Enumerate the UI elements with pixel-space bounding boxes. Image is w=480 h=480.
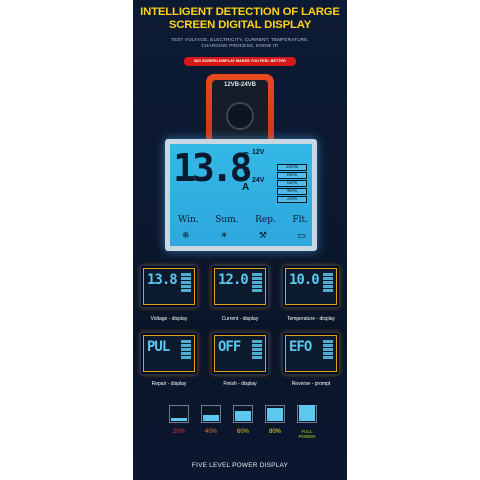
panel-current: 12.0: [211, 265, 269, 308]
level-fill: [171, 417, 187, 421]
main-lcd-frame: 13.8 C V A 12V 24V 100% 80% 60% 40% 20% …: [165, 139, 317, 251]
power-level-label: 20%: [172, 429, 185, 435]
lcd-unit-v: V: [242, 166, 249, 177]
power-level-40: 40%: [200, 405, 222, 435]
panel-digits: PUL: [147, 339, 170, 355]
panel-level-bars: [323, 273, 333, 293]
lcd-level-80: 80%: [277, 172, 307, 179]
panel-screen: OFF: [214, 335, 266, 372]
lcd-digits: 13.8: [173, 146, 252, 190]
caption-temperature: Temperature - display: [286, 316, 336, 322]
device-model-label: 12VB-24VB: [223, 82, 256, 88]
battery-icon: [265, 405, 285, 423]
level-fill: [235, 411, 251, 421]
level-fill: [267, 408, 283, 421]
battery-icon: ▭: [297, 230, 306, 240]
lcd-unit-c: C: [242, 151, 250, 162]
panel-level-bars: [252, 340, 262, 360]
main-lcd: 13.8 C V A 12V 24V 100% 80% 60% 40% 20% …: [170, 144, 312, 246]
lcd-level-100: 100%: [277, 164, 307, 171]
caption-finish: Finish - display: [223, 381, 257, 387]
panel-level-bars: [323, 340, 333, 360]
power-level-label: FULL POWER: [298, 429, 316, 439]
lcd-24v: 24V: [252, 177, 265, 184]
level-fill: [203, 414, 219, 421]
panel-digits: 13.8: [147, 272, 178, 288]
subheadline: TEST VOLTAGE, ELECTRICITY, CURRENT, TEMP…: [133, 37, 347, 49]
mode-float: Flt.: [292, 215, 308, 225]
lcd-level-40: 40%: [277, 188, 307, 195]
headline-line-2: SCREEN DIGITAL DISPLAY: [168, 19, 312, 31]
battery-icon: [169, 405, 189, 423]
panel-temperature: 10.0: [282, 265, 340, 308]
snowflake-icon: ❄: [182, 230, 190, 240]
power-level-full: FULL POWER: [296, 405, 318, 439]
tagline-pill: BIG SCREEN DISPLAY MAKES YOU FEEL BETTER: [184, 57, 296, 66]
product-poster: INTELLIGENT DETECTION OF LARGE SCREEN DI…: [133, 0, 347, 480]
lcd-level-20: 20%: [277, 196, 307, 203]
subheadline-line-2: CHARGING PROCESS, KNOW IT!: [201, 43, 279, 48]
power-level-20: 20%: [168, 405, 190, 435]
panel-screen: PUL: [143, 335, 195, 372]
mode-winter: Win.: [178, 215, 199, 225]
lcd-unit-a: A: [242, 182, 250, 193]
power-level-label: 60%: [236, 429, 249, 435]
panel-repair: PUL: [140, 332, 198, 375]
caption-current: Current - display: [221, 316, 259, 322]
panel-digits: 10.0: [289, 272, 320, 288]
panel-reverse: EFO: [282, 332, 340, 375]
panel-level-bars: [181, 273, 191, 293]
mode-repair: Rep.: [255, 215, 276, 225]
battery-icon: [201, 405, 221, 423]
dial-icon: [226, 102, 254, 130]
panel-voltage: 13.8: [140, 265, 198, 308]
headline-line-1: INTELLIGENT DETECTION OF LARGE: [140, 6, 340, 18]
lcd-12v: 12V: [252, 149, 265, 156]
panel-finish: OFF: [211, 332, 269, 375]
mode-summer: Sum.: [215, 215, 239, 225]
panel-digits: EFO: [289, 339, 312, 355]
power-level-label: 40%: [204, 429, 217, 435]
power-level-60: 60%: [232, 405, 254, 435]
caption-reverse: Reverse - prompt: [291, 381, 331, 387]
subheadline-line-1: TEST VOLTAGE, ELECTRICITY, CURRENT, TEMP…: [171, 37, 309, 42]
panel-screen: 12.0: [214, 268, 266, 305]
power-level-80: 80%: [264, 405, 286, 435]
panel-digits: OFF: [218, 339, 241, 355]
panel-digits: 12.0: [218, 272, 249, 288]
lcd-level-60: 60%: [277, 180, 307, 187]
caption-voltage: Voltage - display: [150, 316, 188, 322]
battery-icon: [233, 405, 253, 423]
power-level-row: 20% 40% 60% 80% FULL POWER: [168, 405, 318, 439]
lcd-mode-icons: ❄ ☀ ⚒ ▭: [182, 230, 306, 241]
panel-screen: 10.0: [285, 268, 337, 305]
panel-level-bars: [252, 273, 262, 293]
lcd-level-list: 100% 80% 60% 40% 20%: [277, 164, 307, 204]
caption-repair: Repair - display: [151, 381, 187, 387]
power-level-label: 80%: [268, 429, 281, 435]
sun-icon: ☀: [220, 230, 229, 240]
panel-screen: EFO: [285, 335, 337, 372]
wrench-icon: ⚒: [258, 230, 267, 240]
battery-icon: [297, 405, 317, 423]
panel-level-bars: [181, 340, 191, 360]
level-fill: [299, 405, 315, 421]
footer-title: FIVE LEVEL POWER DISPLAY: [191, 462, 289, 469]
lcd-mode-labels: Win. Sum. Rep. Flt.: [178, 215, 308, 225]
headline: INTELLIGENT DETECTION OF LARGE SCREEN DI…: [133, 6, 347, 32]
panel-screen: 13.8: [143, 268, 195, 305]
